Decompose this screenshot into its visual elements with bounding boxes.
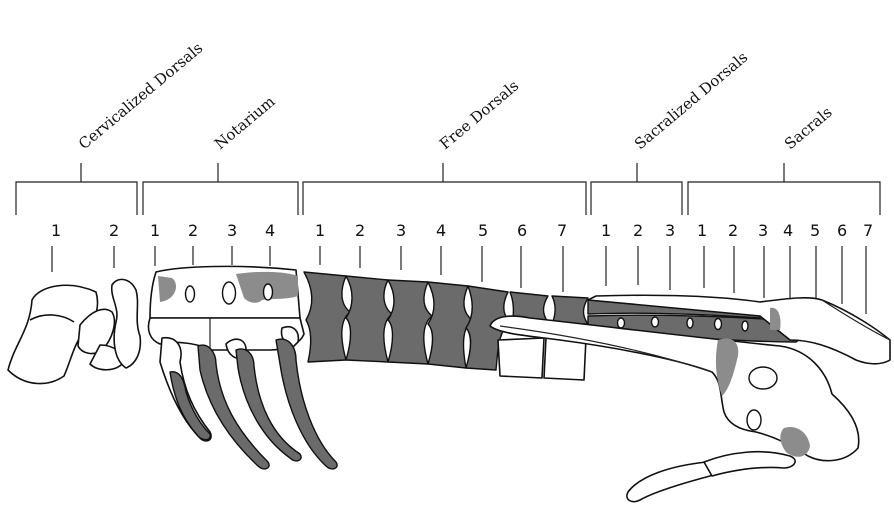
number-free-dorsal-7: 7 <box>557 221 567 240</box>
bracket-free-dorsals <box>303 163 586 215</box>
number-notarium-4: 4 <box>265 221 275 240</box>
group-label-notarium: Notarium <box>211 92 278 153</box>
number-sacral-1: 1 <box>697 221 707 240</box>
number-notarium-2: 2 <box>188 221 198 240</box>
number-sacral-5: 5 <box>810 221 820 240</box>
number-free-dorsal-2: 2 <box>355 221 365 240</box>
number-sacral-6: 6 <box>837 221 847 240</box>
number-sacralized-dorsal-2: 2 <box>633 221 643 240</box>
notarium <box>148 266 304 350</box>
group-label-sacralized-dorsals: Sacralized Dorsals <box>631 48 751 153</box>
number-free-dorsal-5: 5 <box>478 221 488 240</box>
number-cervicalized-dorsal-2: 2 <box>109 221 119 240</box>
number-sacral-7: 7 <box>863 221 873 240</box>
bracket-sacrals <box>688 163 880 215</box>
bracket-sacralized-dorsals <box>591 163 682 215</box>
bracket-cervicalized-dorsals <box>16 163 137 215</box>
number-free-dorsal-3: 3 <box>396 221 406 240</box>
number-free-dorsal-1: 1 <box>315 221 325 240</box>
number-cervicalized-dorsal-1: 1 <box>51 221 61 240</box>
number-sacralized-dorsal-3: 3 <box>665 221 675 240</box>
number-sacral-3: 3 <box>758 221 768 240</box>
group-label-cervicalized-dorsals: Cervicalized Dorsals <box>75 39 206 153</box>
number-free-dorsal-4: 4 <box>436 221 446 240</box>
bracket-notarium <box>143 163 298 215</box>
ischium <box>627 452 795 502</box>
group-label-sacrals: Sacrals <box>781 103 836 153</box>
number-sacralized-dorsal-1: 1 <box>601 221 611 240</box>
number-sacral-4: 4 <box>783 221 793 240</box>
number-free-dorsal-6: 6 <box>517 221 527 240</box>
number-sacral-2: 2 <box>728 221 738 240</box>
number-notarium-1: 1 <box>150 221 160 240</box>
group-label-free-dorsals: Free Dorsals <box>436 77 522 153</box>
number-notarium-3: 3 <box>227 221 237 240</box>
